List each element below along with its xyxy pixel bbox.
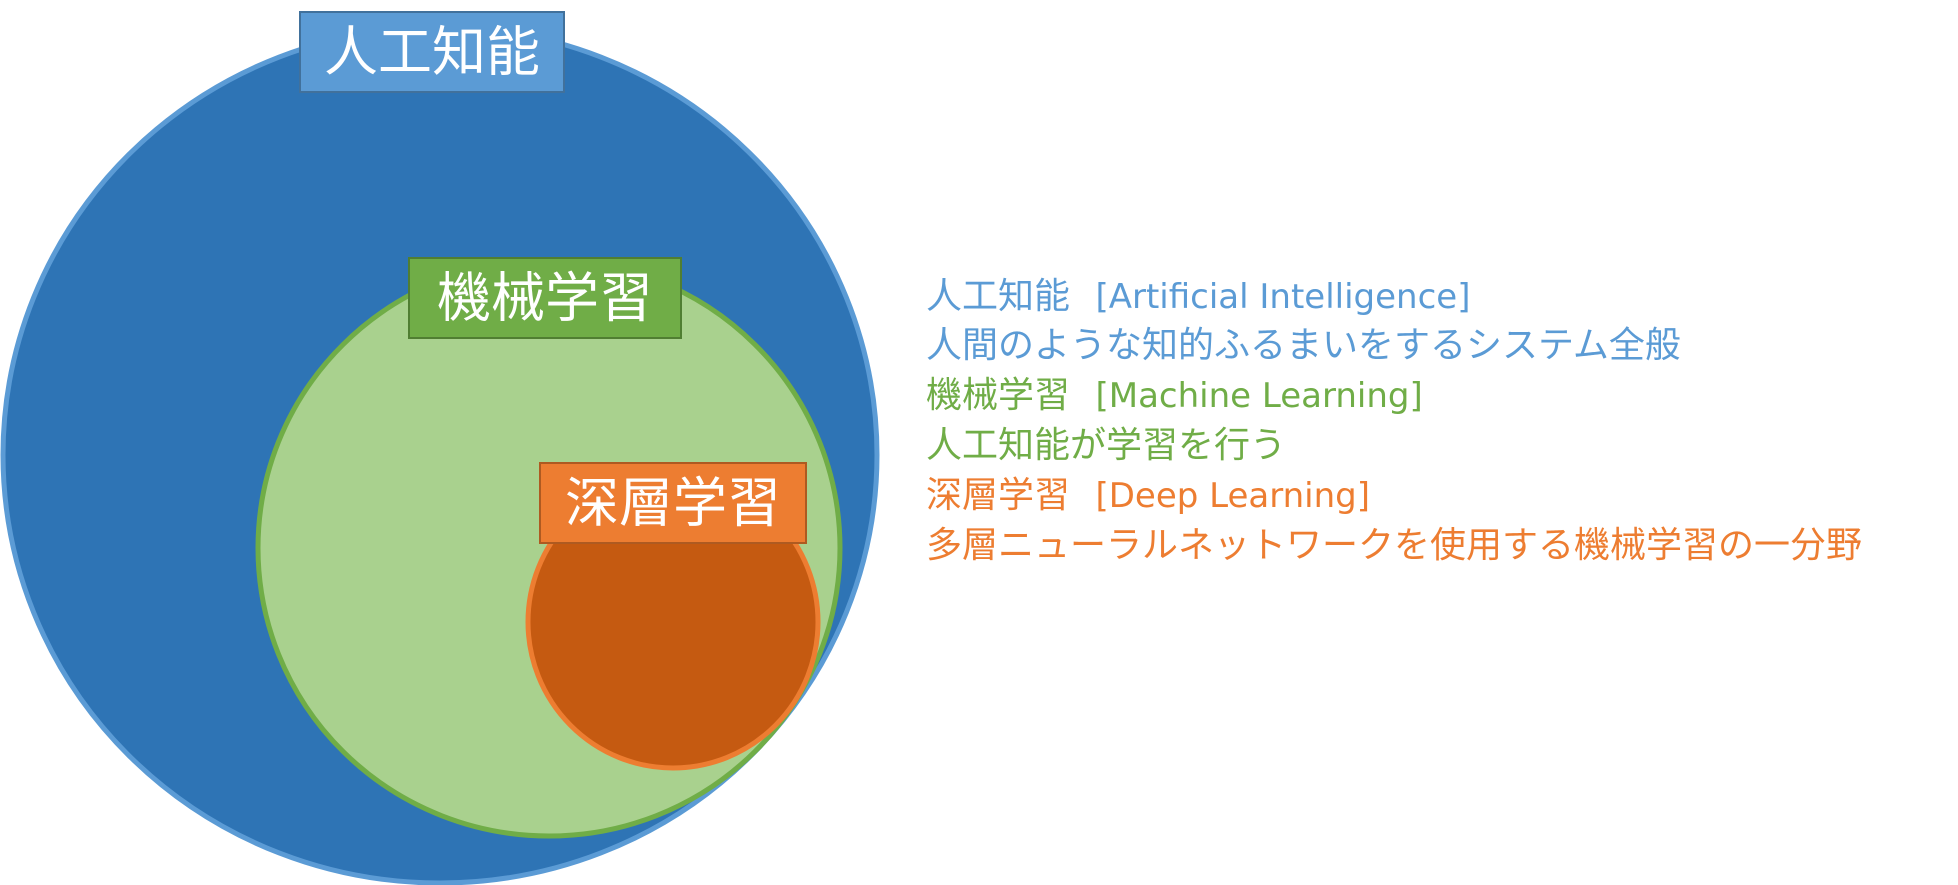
legend-ml-desc: 人工知能が学習を行う bbox=[926, 425, 1286, 466]
legend-ai-desc: 人間のような知的ふるまいをするシステム全般 bbox=[926, 325, 1681, 366]
dl-label: 深層学習 bbox=[565, 472, 781, 535]
ml-label: 機械学習 bbox=[437, 267, 653, 330]
legend: 人工知能 [Artificial Intelligence] 人間のような知的ふ… bbox=[926, 276, 1862, 566]
ai-label: 人工知能 bbox=[324, 21, 540, 84]
legend-ml-line: 機械学習 [Machine Learning] bbox=[926, 375, 1423, 416]
legend-ml-term: 機械学習 bbox=[926, 375, 1070, 416]
legend-ai-term: 人工知能 bbox=[926, 276, 1070, 317]
legend-ai-line: 人工知能 [Artificial Intelligence] bbox=[926, 276, 1470, 317]
legend-ml-en: [Machine Learning] bbox=[1095, 376, 1422, 416]
legend-dl-en: [Deep Learning] bbox=[1095, 476, 1370, 516]
legend-dl-term: 深層学習 bbox=[926, 475, 1070, 516]
dl-label-box: 深層学習 bbox=[539, 462, 807, 544]
ml-label-box: 機械学習 bbox=[408, 257, 682, 339]
legend-dl-desc: 多層ニューラルネットワークを使用する機械学習の一分野 bbox=[926, 525, 1862, 566]
ai-label-box: 人工知能 bbox=[299, 11, 565, 93]
legend-ai-en: [Artificial Intelligence] bbox=[1095, 277, 1470, 317]
legend-dl-line: 深層学習 [Deep Learning] bbox=[926, 475, 1370, 516]
